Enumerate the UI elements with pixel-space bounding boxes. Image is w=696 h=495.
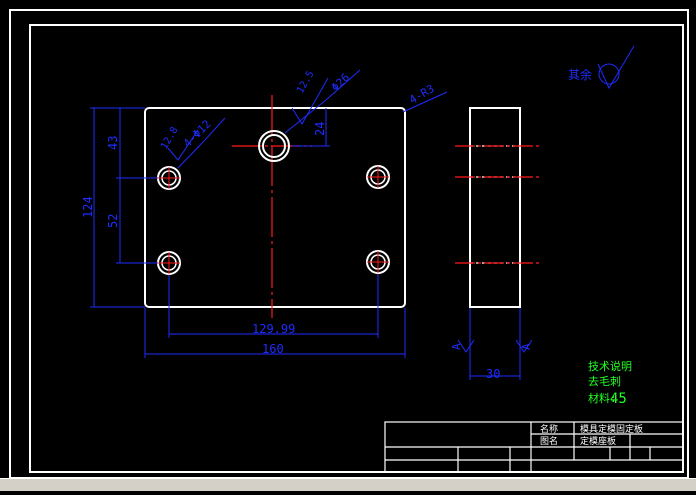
note-line-1: 技术说明 [588,359,632,373]
hole-bottom-right [366,250,390,274]
dim-corner-hole-spec: 4-Φ12 [181,118,214,151]
roughness-general: 其余 [568,45,635,90]
dim-hole-pitch-y: 52 [106,214,120,228]
hole-bottom-left [157,251,181,275]
title-drawing-label: 图名 [540,435,558,447]
technical-notes: 技术说明 去毛刺 材料: 45 [588,359,632,407]
dim-overall-height: 124 [81,196,95,218]
dim-center-hole-dia: Φ26 [329,71,352,94]
center-hole-inner [262,134,286,158]
title-block [384,421,684,473]
hole-top-right [366,165,390,189]
dim-roughness-center: 12.5 [295,69,317,95]
dim-depth: 24 [313,122,327,136]
roughness-symbol-center [291,77,329,125]
window-status-bar [0,478,696,491]
title-drawing-value: 定模座板 [580,435,616,447]
front-view: 129.99 160 124 52 43 24 Φ26 12.5 4-R3 4-… [81,69,448,358]
side-outline [469,107,521,308]
plate-outline [144,107,406,308]
dim-pitch-x: 129.99 [252,322,295,336]
dimension-lines [90,69,448,358]
inner-frame [29,24,684,473]
section-a-left: A [450,343,463,350]
dim-top-to-hole: 43 [106,136,120,150]
material-value: 45 [610,391,627,407]
title-name-value: 模具定模固定板 [580,423,643,435]
material-label: 材料: [588,391,617,405]
dim-side-width: 30 [486,367,500,381]
dim-roughness-left: 12.8 [159,125,181,151]
section-a-right: A [520,343,533,350]
hole-top-left [157,166,181,190]
note-line-2: 去毛刺 [588,375,621,388]
title-name-label: 名称 [540,423,558,435]
roughness-symbol-left [167,129,199,161]
dim-corner-radius: 4-R3 [407,82,436,107]
roughness-note: 其余 [568,67,592,82]
side-view: 30 A A [450,107,540,381]
center-hole-outer [258,130,290,162]
dim-overall-width: 160 [262,342,284,356]
